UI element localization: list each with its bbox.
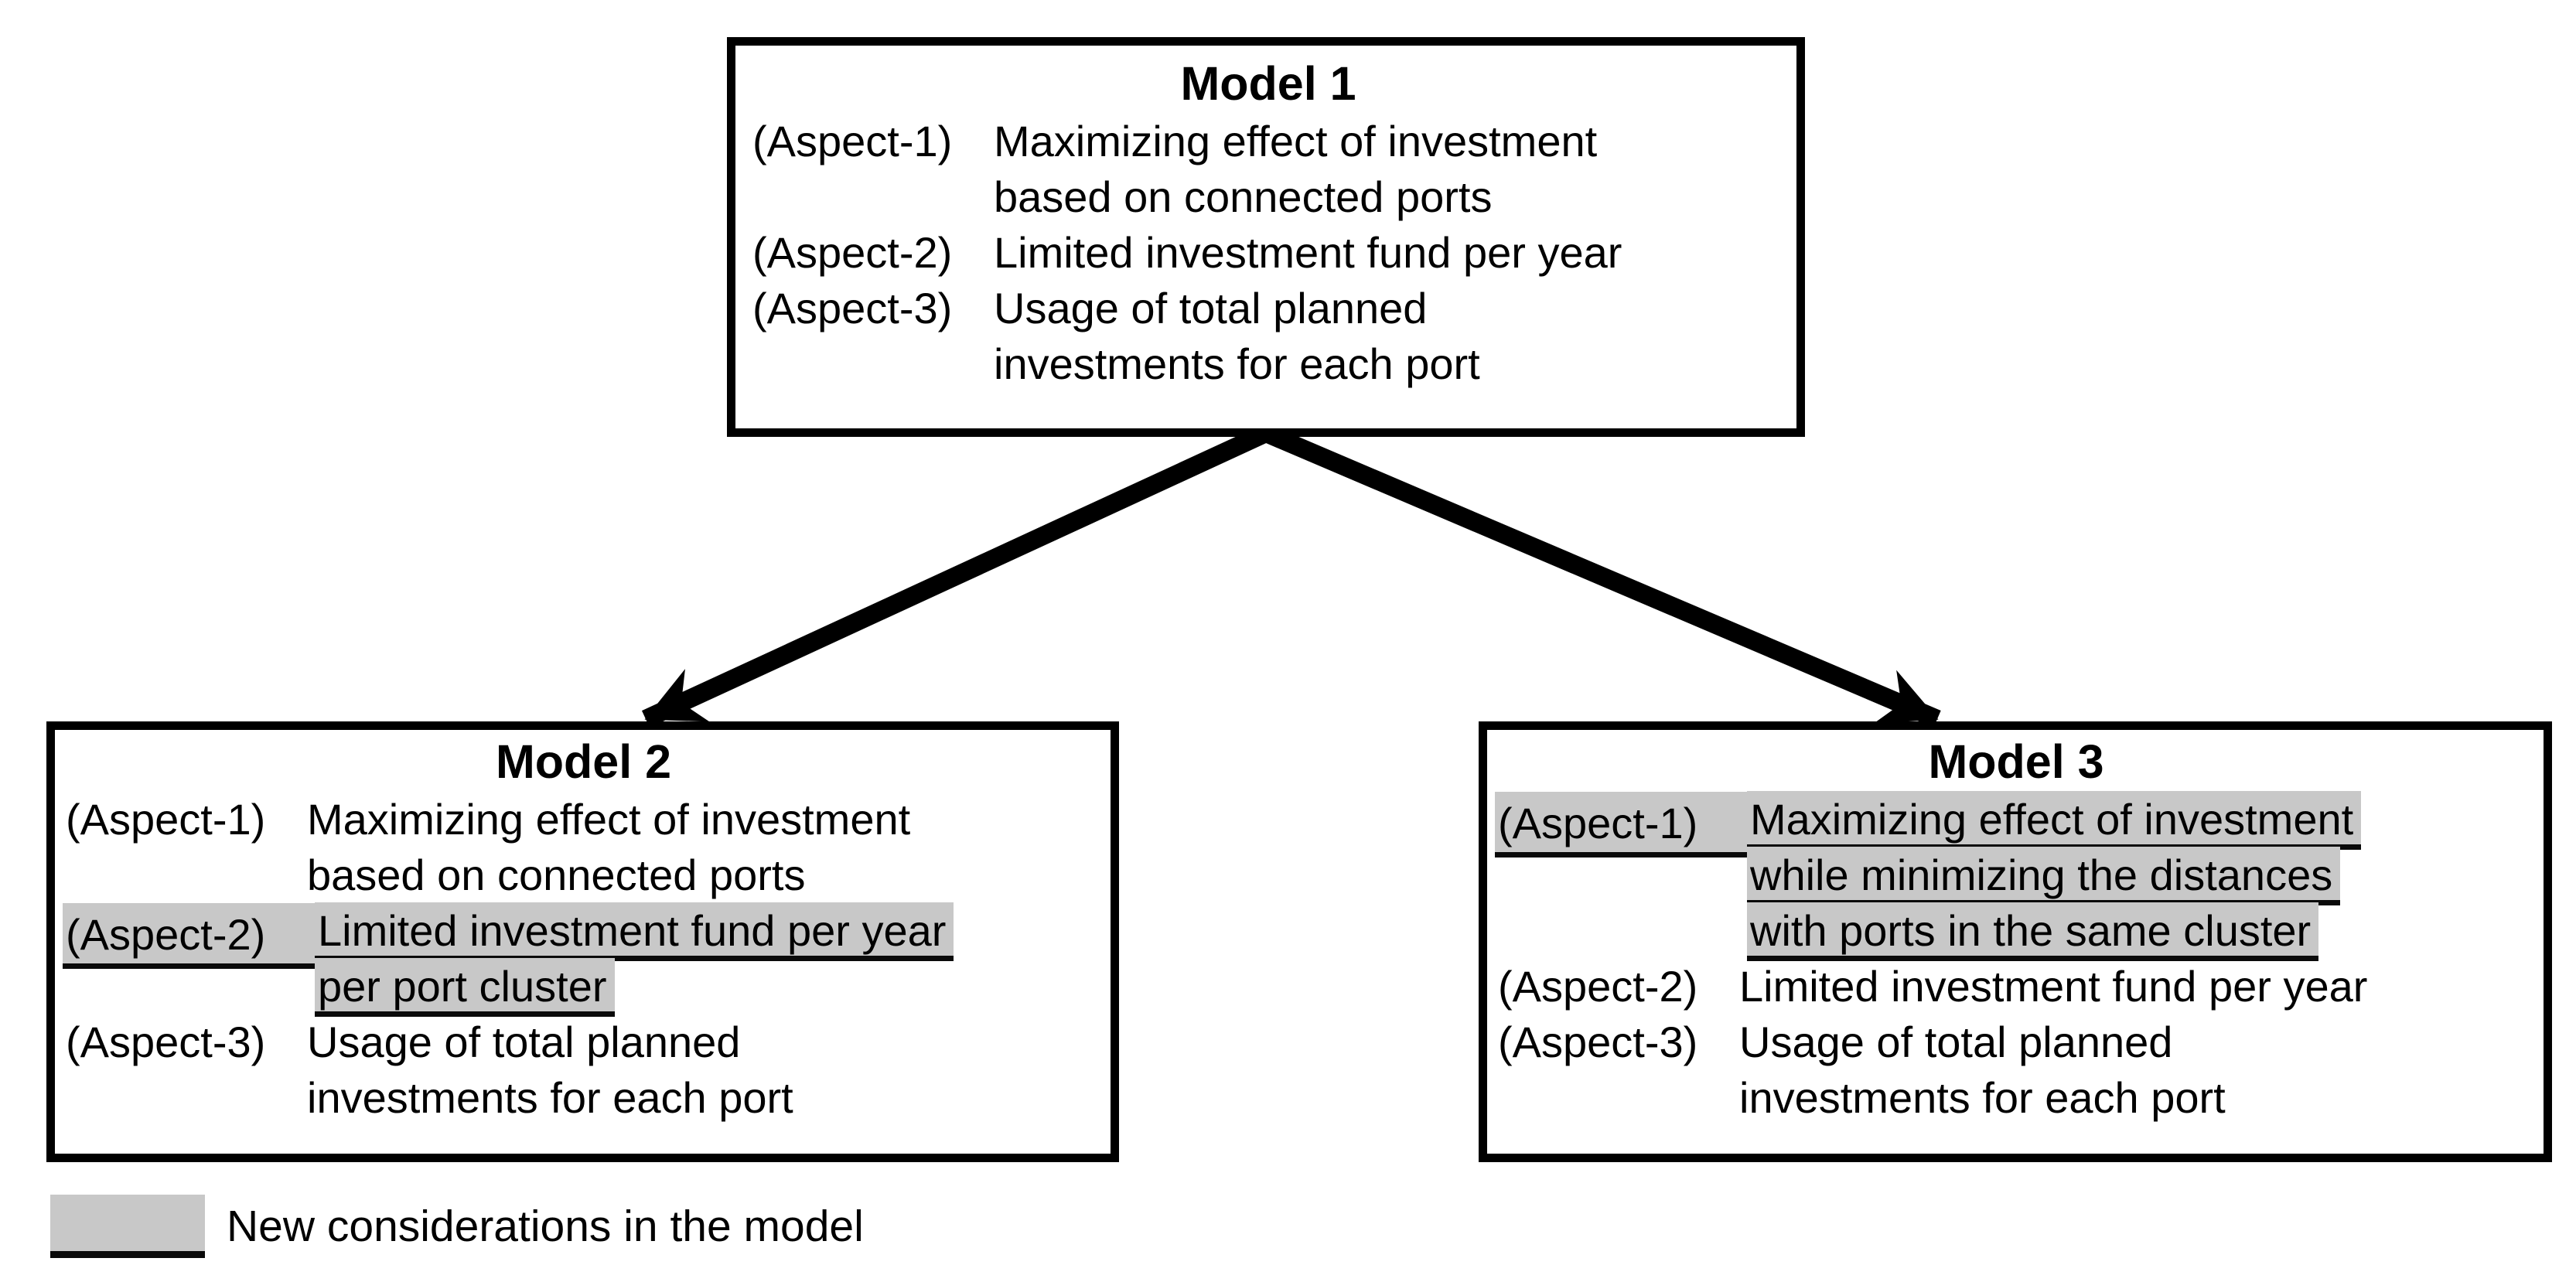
aspect-line: investments for each port (994, 336, 1784, 392)
aspect-desc: Maximizing effect of investment based on… (307, 792, 1101, 903)
aspect-line: Limited investment fund per year (994, 225, 1784, 281)
aspect-desc: Usage of total planned investments for e… (994, 281, 1784, 392)
aspect-row: (Aspect-2) Limited investment fund per y… (63, 902, 1101, 1017)
aspect-row: (Aspect-3) Usage of total planned invest… (66, 1014, 1101, 1126)
aspect-line-text: Usage of total planned (307, 1018, 741, 1066)
aspect-line-text: Maximizing effect of investment (994, 117, 1598, 165)
aspect-line-text-highlighted: Maximizing effect of investment (1747, 791, 2362, 850)
aspect-desc: Maximizing effect of investment while mi… (1747, 791, 2534, 961)
aspect-label-highlighted: (Aspect-2) (63, 903, 315, 969)
aspect-line: investments for each port (1739, 1070, 2534, 1126)
model-1-title: Model 1 (1180, 57, 1356, 110)
aspect-line-text: Usage of total planned (1739, 1018, 2173, 1066)
aspect-line-text: Maximizing effect of investment (307, 795, 911, 844)
aspect-line-text: investments for each port (307, 1073, 793, 1122)
aspect-line: Usage of total planned (994, 281, 1784, 336)
aspect-line: Limited investment fund per year (1739, 959, 2534, 1014)
aspect-line-text: based on connected ports (994, 172, 1493, 221)
legend: New considerations in the model (50, 1195, 864, 1258)
aspect-line-text: investments for each port (1739, 1073, 2226, 1122)
aspect-label: (Aspect-2) (1498, 962, 1698, 1011)
aspect-row: (Aspect-3) Usage of total planned invest… (752, 281, 1784, 392)
aspect-row: (Aspect-1) Maximizing effect of investme… (1495, 791, 2534, 961)
model-2-title: Model 2 (495, 735, 672, 788)
model-3-box: Model 3 (Aspect-1) Maximizing effect of … (1479, 721, 2552, 1162)
aspect-desc: Limited investment fund per year (994, 225, 1784, 281)
aspect-line-text-highlighted: per port cluster (315, 958, 615, 1017)
aspect-line-text: Limited investment fund per year (1739, 962, 2368, 1011)
aspect-row: (Aspect-1) Maximizing effect of investme… (752, 114, 1784, 225)
aspect-label: (Aspect-2) (752, 228, 953, 277)
aspect-row: (Aspect-2) Limited investment fund per y… (752, 225, 1784, 281)
aspect-label: (Aspect-3) (752, 284, 953, 332)
aspect-label: (Aspect-1) (752, 117, 953, 165)
arrow-model1-to-model2 (641, 424, 1271, 728)
legend-highlight-swatch (50, 1195, 205, 1258)
aspect-label: (Aspect-1) (66, 795, 266, 844)
aspect-row: (Aspect-2) Limited investment fund per y… (1498, 959, 2534, 1014)
aspect-line: Usage of total planned (307, 1014, 1101, 1070)
aspect-line: Limited investment fund per year (315, 902, 1101, 961)
arrow-model1-to-model3 (1262, 424, 1941, 728)
model-3-title: Model 3 (1928, 735, 2104, 788)
aspect-line: Maximizing effect of investment (994, 114, 1784, 169)
aspect-line: based on connected ports (994, 169, 1784, 225)
model-1-box: Model 1 (Aspect-1) Maximizing effect of … (727, 37, 1805, 437)
aspect-line-text: investments for each port (994, 339, 1480, 388)
aspect-line: based on connected ports (307, 847, 1101, 903)
aspect-line-text: Usage of total planned (994, 284, 1428, 332)
aspect-label: (Aspect-3) (1498, 1018, 1698, 1066)
aspect-line: Maximizing effect of investment (307, 792, 1101, 847)
aspect-row: (Aspect-3) Usage of total planned invest… (1498, 1014, 2534, 1126)
aspect-line-text-highlighted: with ports in the same cluster (1747, 902, 2319, 961)
aspect-row: (Aspect-1) Maximizing effect of investme… (66, 792, 1101, 903)
aspect-desc: Limited investment fund per year (1739, 959, 2534, 1014)
aspect-line: Usage of total planned (1739, 1014, 2534, 1070)
aspect-line: with ports in the same cluster (1747, 902, 2534, 961)
aspect-desc: Usage of total planned investments for e… (307, 1014, 1101, 1126)
aspect-line-text-highlighted: Limited investment fund per year (315, 902, 954, 961)
model-2-box: Model 2 (Aspect-1) Maximizing effect of … (46, 721, 1119, 1162)
aspect-line: while minimizing the distances (1747, 847, 2534, 905)
aspect-line: Maximizing effect of investment (1747, 791, 2534, 850)
aspect-line-text: based on connected ports (307, 851, 806, 899)
aspect-desc: Limited investment fund per year per por… (315, 902, 1101, 1017)
aspect-label-highlighted: (Aspect-1) (1495, 792, 1747, 858)
aspect-line-text-highlighted: while minimizing the distances (1747, 847, 2341, 905)
aspect-line: investments for each port (307, 1070, 1101, 1126)
legend-label: New considerations in the model (227, 1201, 864, 1251)
aspect-line: per port cluster (315, 958, 1101, 1017)
aspect-line-text: Limited investment fund per year (994, 228, 1622, 277)
aspect-desc: Maximizing effect of investment based on… (994, 114, 1784, 225)
aspect-desc: Usage of total planned investments for e… (1739, 1014, 2534, 1126)
aspect-label: (Aspect-3) (66, 1018, 266, 1066)
